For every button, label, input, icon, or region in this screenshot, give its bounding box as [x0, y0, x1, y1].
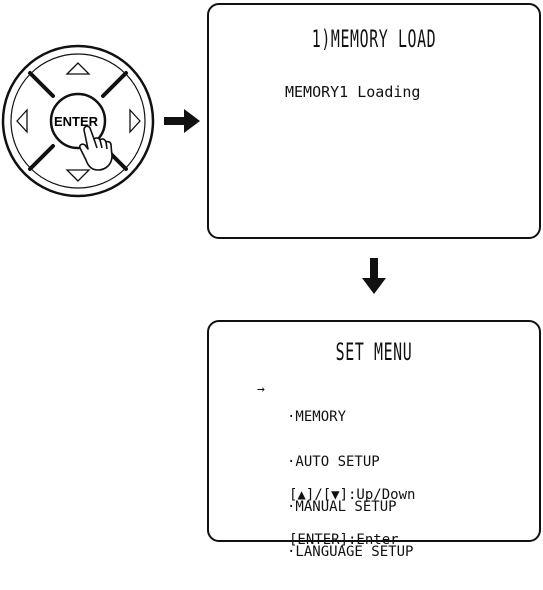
triangle-right-icon[interactable] [129, 108, 141, 134]
triangle-up-icon[interactable] [65, 62, 91, 75]
pointing-hand-icon [79, 125, 113, 171]
loading-status-text: MEMORY1 Loading [285, 83, 421, 101]
arrow-down-icon [362, 258, 386, 294]
help-line-enter: [ENTER]:Enter [289, 532, 399, 548]
menu-item-auto-setup[interactable]: ·AUTO SETUP [287, 454, 380, 470]
arrow-right-icon [164, 109, 200, 133]
menu-cursor-arrow-icon: → [257, 382, 265, 397]
triangle-down-icon[interactable] [65, 169, 91, 182]
menu-item-memory[interactable]: ·MEMORY [287, 409, 347, 425]
remote-direction-pad: ENTER [1, 44, 155, 198]
screen-title: 1)MEMORY LOAD [311, 25, 437, 53]
lcd-screen-set-menu: SET MENU → ·MEMORY ·AUTO SETUP ·MANUAL S… [207, 320, 541, 560]
triangle-left-icon[interactable] [16, 108, 28, 134]
lcd-screen-memory-load: 1)MEMORY LOAD MEMORY1 Loading [207, 3, 541, 239]
menu-item-manual-setup[interactable]: ·MANUAL SETUP [287, 499, 397, 515]
help-line-navigate: [▲]/[▼]:Up/Down [289, 487, 416, 503]
help-text: [▲]/[▼]:Up/Down [ENTER]:Enter [289, 458, 415, 578]
enter-button-label: ENTER [54, 114, 99, 129]
pad-inner-ring [10, 53, 146, 189]
screen-title: SET MENU [335, 338, 413, 366]
